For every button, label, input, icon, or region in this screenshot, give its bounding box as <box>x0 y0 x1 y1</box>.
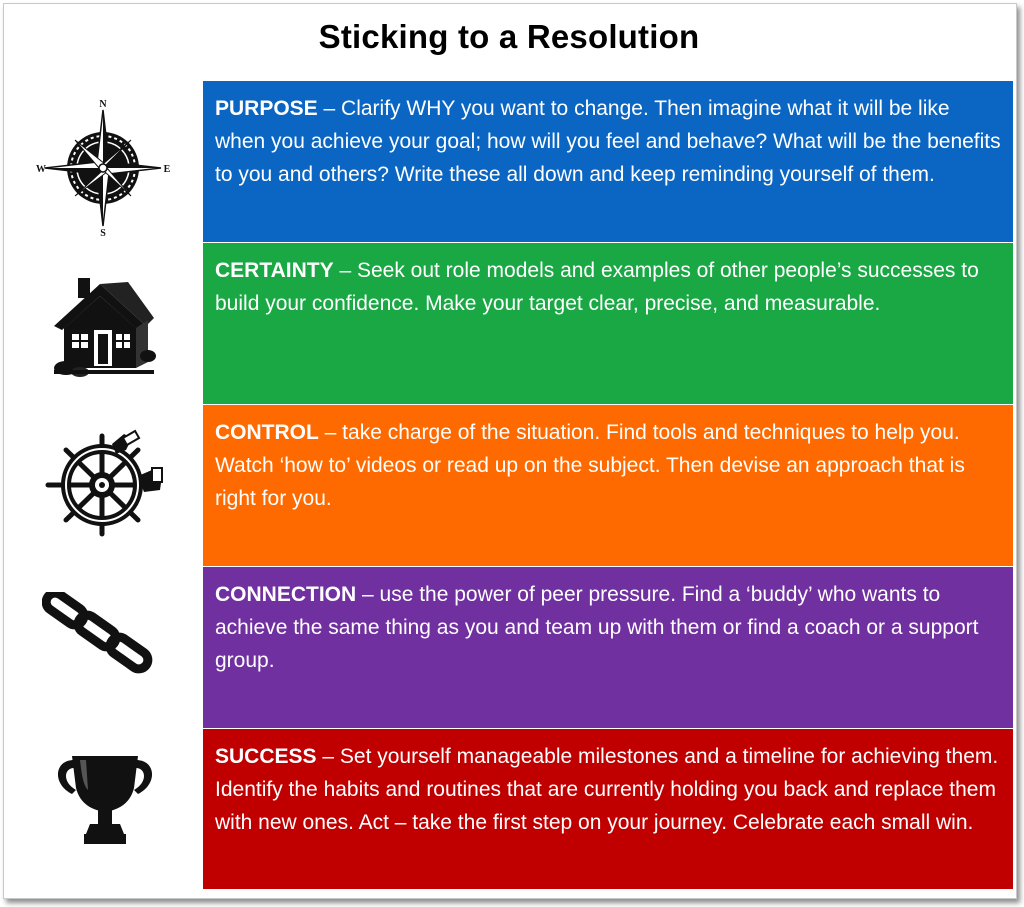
trophy-icon <box>50 750 160 850</box>
panel-text: – Seek out role models and examples of o… <box>215 259 979 315</box>
compass-label-s: S <box>100 228 106 238</box>
panel-keyword: CERTAINTY <box>215 259 334 282</box>
panel-keyword: SUCCESS <box>215 745 317 768</box>
compass-label-n: N <box>99 99 107 110</box>
panel-purpose: PURPOSE – Clarify WHY you want to change… <box>203 80 1013 242</box>
panel-success: SUCCESS – Set yourself manageable milest… <box>203 728 1013 889</box>
panel-keyword: CONTROL <box>215 421 319 444</box>
compass-icon: N S W E <box>35 98 175 238</box>
panel-text: – Set yourself manageable milestones and… <box>215 745 999 834</box>
chain-icon <box>42 592 162 682</box>
panel-connection: CONNECTION – use the power of peer press… <box>203 566 1013 728</box>
compass-label-e: E <box>164 164 171 175</box>
panel-keyword: PURPOSE <box>215 97 318 120</box>
panel-control: CONTROL – take charge of the situation. … <box>203 404 1013 566</box>
panel-text: – Clarify WHY you want to change. Then i… <box>215 97 1001 186</box>
panel-text: – use the power of peer pressure. Find a… <box>215 583 979 672</box>
ship-wheel-icon <box>40 428 170 543</box>
house-icon <box>50 270 160 380</box>
panel-text: – take charge of the situation. Find too… <box>215 421 965 510</box>
panel-certainty: CERTAINTY – Seek out role models and exa… <box>203 242 1013 404</box>
panel-keyword: CONNECTION <box>215 583 357 606</box>
page-title: Sticking to a Resolution <box>318 18 700 55</box>
compass-label-w: W <box>36 164 46 175</box>
